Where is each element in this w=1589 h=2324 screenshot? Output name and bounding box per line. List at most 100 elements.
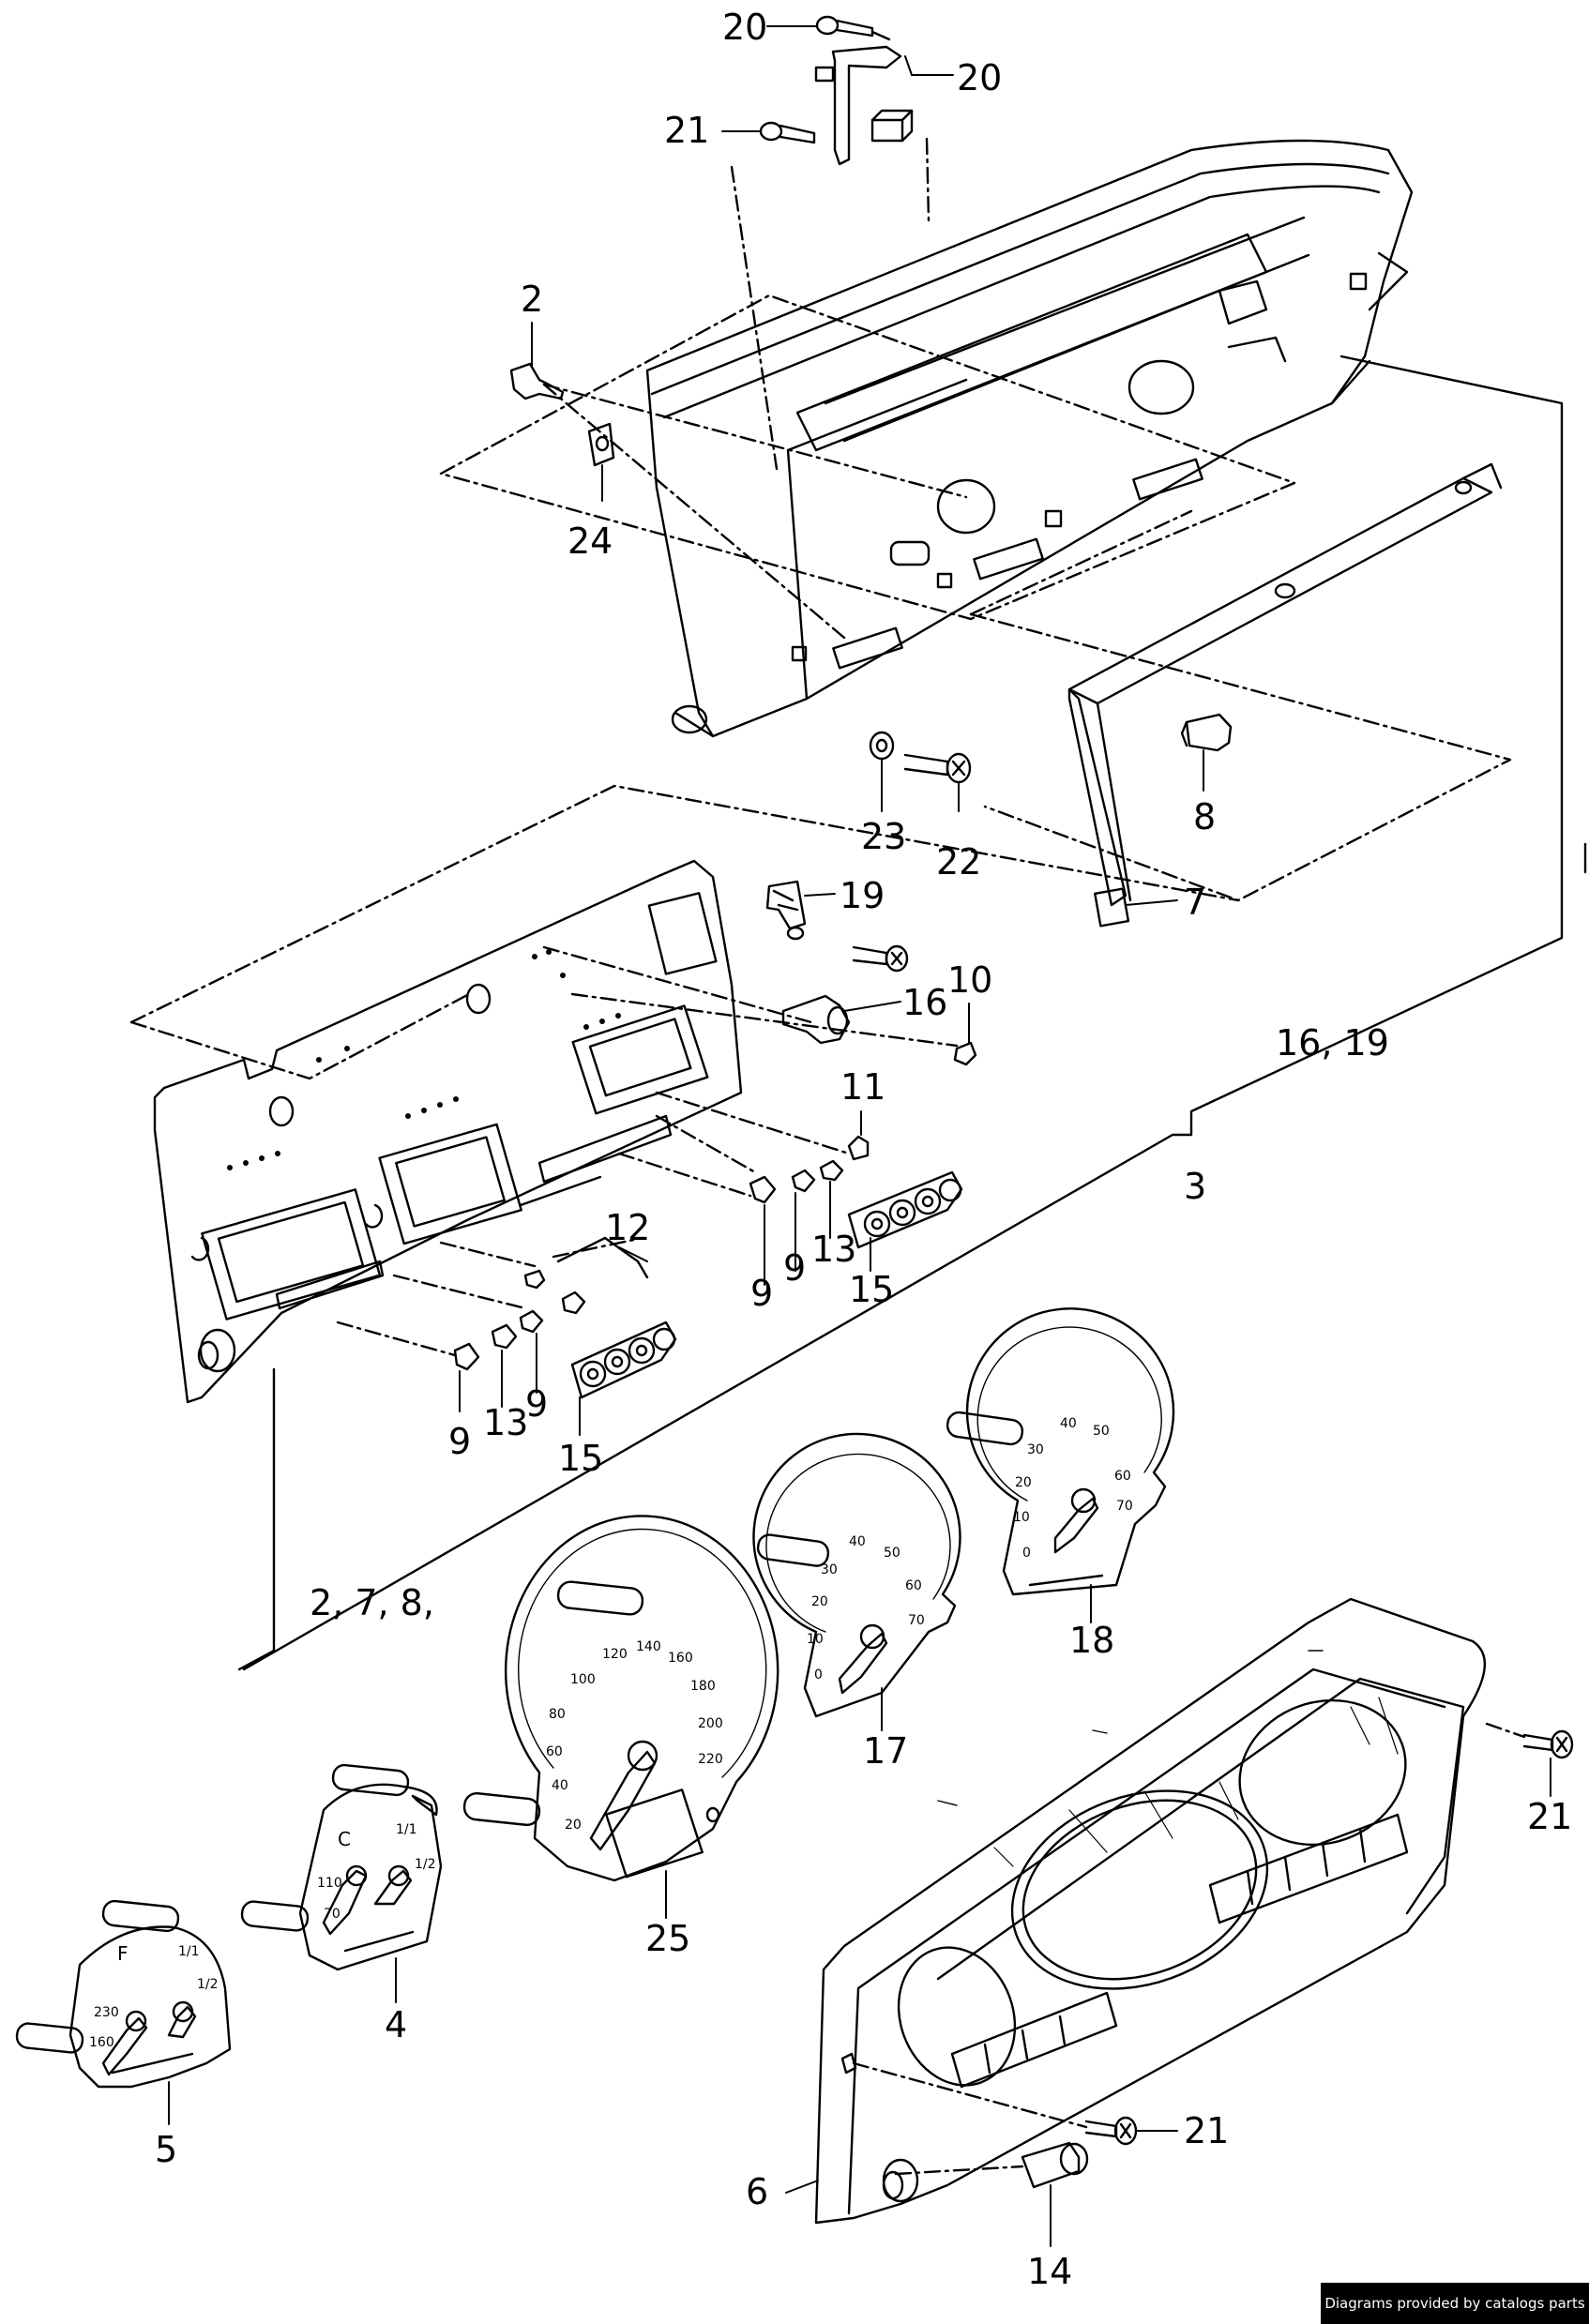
callout-13: 13 xyxy=(811,1229,856,1270)
gauge-17-tick: 70 xyxy=(908,1613,925,1628)
callout-20: 20 xyxy=(957,57,1002,98)
callout-7: 7 xyxy=(1184,882,1206,923)
gauge-25-tick: 160 xyxy=(668,1651,693,1666)
bulb-socket-2 xyxy=(509,362,565,400)
callout-9: 9 xyxy=(448,1421,471,1462)
gauge-25-tick: 120 xyxy=(602,1647,628,1662)
gauge-18-tick: 30 xyxy=(1027,1442,1044,1457)
socket-strip-upper xyxy=(847,1170,963,1249)
callout-21: 21 xyxy=(664,110,709,151)
gauge-18-tick: 70 xyxy=(1116,1499,1133,1514)
callout-14: 14 xyxy=(1027,2251,1072,2292)
gauge-25-tick: 20 xyxy=(565,1818,582,1833)
gauge-18-tick: 50 xyxy=(1093,1424,1110,1439)
gauge-25-tick: 40 xyxy=(552,1778,568,1793)
gauge-25-tick: 200 xyxy=(698,1716,723,1731)
instrument-housing xyxy=(645,139,1414,738)
callout-labels: 20 20 21 2 24 23 22 8 7 19 16 10 16, 19 … xyxy=(155,7,1572,2292)
gauge-5-tick: 230 xyxy=(94,2005,119,2020)
gauge-17-tick: 10 xyxy=(807,1632,824,1647)
gauge-5-label-f: F xyxy=(117,1942,129,1965)
screw-19 xyxy=(852,944,909,973)
retainer-strip xyxy=(1067,462,1503,928)
callout-11: 11 xyxy=(840,1066,885,1108)
gauge-5-scale: F 160 230 1/2 1/1 xyxy=(89,1942,219,2050)
callout-22: 22 xyxy=(936,841,981,883)
screw-21a xyxy=(759,121,816,144)
callout-15: 15 xyxy=(558,1438,603,1479)
callout-3: 3 xyxy=(1184,1166,1206,1207)
connector-19 xyxy=(765,880,807,941)
callout-12: 12 xyxy=(605,1207,650,1248)
gauge-18-tick: 20 xyxy=(1015,1475,1032,1490)
gauge-17-tick: 30 xyxy=(821,1562,838,1577)
socket-strip-lower xyxy=(570,1320,677,1399)
callout-9: 9 xyxy=(525,1383,548,1425)
screw-21b xyxy=(1522,1729,1574,1759)
bulb-10 xyxy=(953,1041,977,1066)
gauge-4-tick: 70 xyxy=(324,1907,340,1922)
leader-lines xyxy=(168,25,1551,2247)
gauge-18-tick: 60 xyxy=(1114,1469,1131,1484)
gauge-4-label-c: C xyxy=(338,1828,351,1850)
cap-14 xyxy=(1021,2141,1089,2189)
gauge-18-tick: 40 xyxy=(1060,1416,1077,1431)
gauge-18 xyxy=(946,1307,1175,1596)
callout-10: 10 xyxy=(947,959,992,1001)
callout-25: 25 xyxy=(645,1918,690,1959)
callout-4: 4 xyxy=(385,2004,407,2045)
relay-bracket xyxy=(814,45,914,166)
gauge-18-tick: 0 xyxy=(1022,1546,1031,1561)
callout-6: 6 xyxy=(746,2171,768,2212)
callout-18: 18 xyxy=(1069,1620,1114,1661)
group-bracket-right xyxy=(242,355,1587,1671)
gauge-4-scale: C 70 110 1/2 1/1 xyxy=(317,1822,436,1922)
screw-22 xyxy=(903,752,972,784)
callout-19: 19 xyxy=(840,875,885,916)
gauge-4-tick: 110 xyxy=(317,1876,342,1891)
gauge-5 xyxy=(15,1899,232,2089)
printed-circuit-board xyxy=(153,859,743,1404)
callout-24: 24 xyxy=(568,521,613,562)
gauge-17-tick: 0 xyxy=(814,1668,823,1683)
gauge-25-scale: 20 40 60 80 100 120 140 160 180 200 220 xyxy=(546,1639,723,1833)
gauge-17-scale: 0 10 20 30 40 50 60 70 xyxy=(807,1534,925,1683)
callout-21: 21 xyxy=(1184,2110,1229,2151)
bulbs-lower-group xyxy=(453,1290,586,1371)
callout-8: 8 xyxy=(1193,796,1216,838)
callout-23: 23 xyxy=(861,816,906,857)
gauge-18-scale: 0 10 20 30 40 50 60 70 xyxy=(1013,1416,1133,1561)
callout-9: 9 xyxy=(783,1247,806,1289)
bulb-12 xyxy=(523,1236,649,1290)
gauge-25-tick: 100 xyxy=(570,1672,596,1687)
gauge-4-tick: 1/2 xyxy=(415,1857,436,1872)
gauge-17-tick: 60 xyxy=(905,1578,922,1593)
gauge-17 xyxy=(752,1432,961,1718)
callout-9: 9 xyxy=(750,1273,773,1314)
gauge-25-tick: 220 xyxy=(698,1752,723,1767)
gauge-25-tick: 80 xyxy=(549,1707,566,1722)
clip-24 xyxy=(587,422,615,467)
gauge-18-tick: 10 xyxy=(1013,1510,1030,1525)
screw-20a xyxy=(815,15,891,41)
callout-15: 15 xyxy=(849,1269,894,1310)
callout-16-19: 16, 19 xyxy=(1276,1022,1389,1064)
gauge-25-tick: 180 xyxy=(690,1679,716,1694)
callout-16: 16 xyxy=(902,982,947,1023)
bulb-8 xyxy=(1180,713,1233,752)
callout-17: 17 xyxy=(863,1730,908,1772)
gauge-4 xyxy=(240,1763,443,1971)
gauge-5-tick: 1/1 xyxy=(178,1944,200,1959)
callout-2: 2 xyxy=(521,279,543,320)
gauge-25 xyxy=(462,1515,779,1882)
callout-21: 21 xyxy=(1527,1796,1572,1837)
gauge-5-tick: 160 xyxy=(89,2035,114,2050)
gauge-17-tick: 50 xyxy=(884,1546,900,1561)
credit-banner: Diagrams provided by catalogs parts xyxy=(1321,2283,1589,2324)
assembly-lines-board xyxy=(336,945,959,1357)
cluster-housing xyxy=(814,1597,1486,2225)
callout-5: 5 xyxy=(155,2129,177,2170)
group-bracket-left xyxy=(237,1367,276,1671)
callout-2-7-8: 2, 7, 8, xyxy=(310,1582,434,1623)
gauge-17-tick: 20 xyxy=(811,1594,828,1609)
